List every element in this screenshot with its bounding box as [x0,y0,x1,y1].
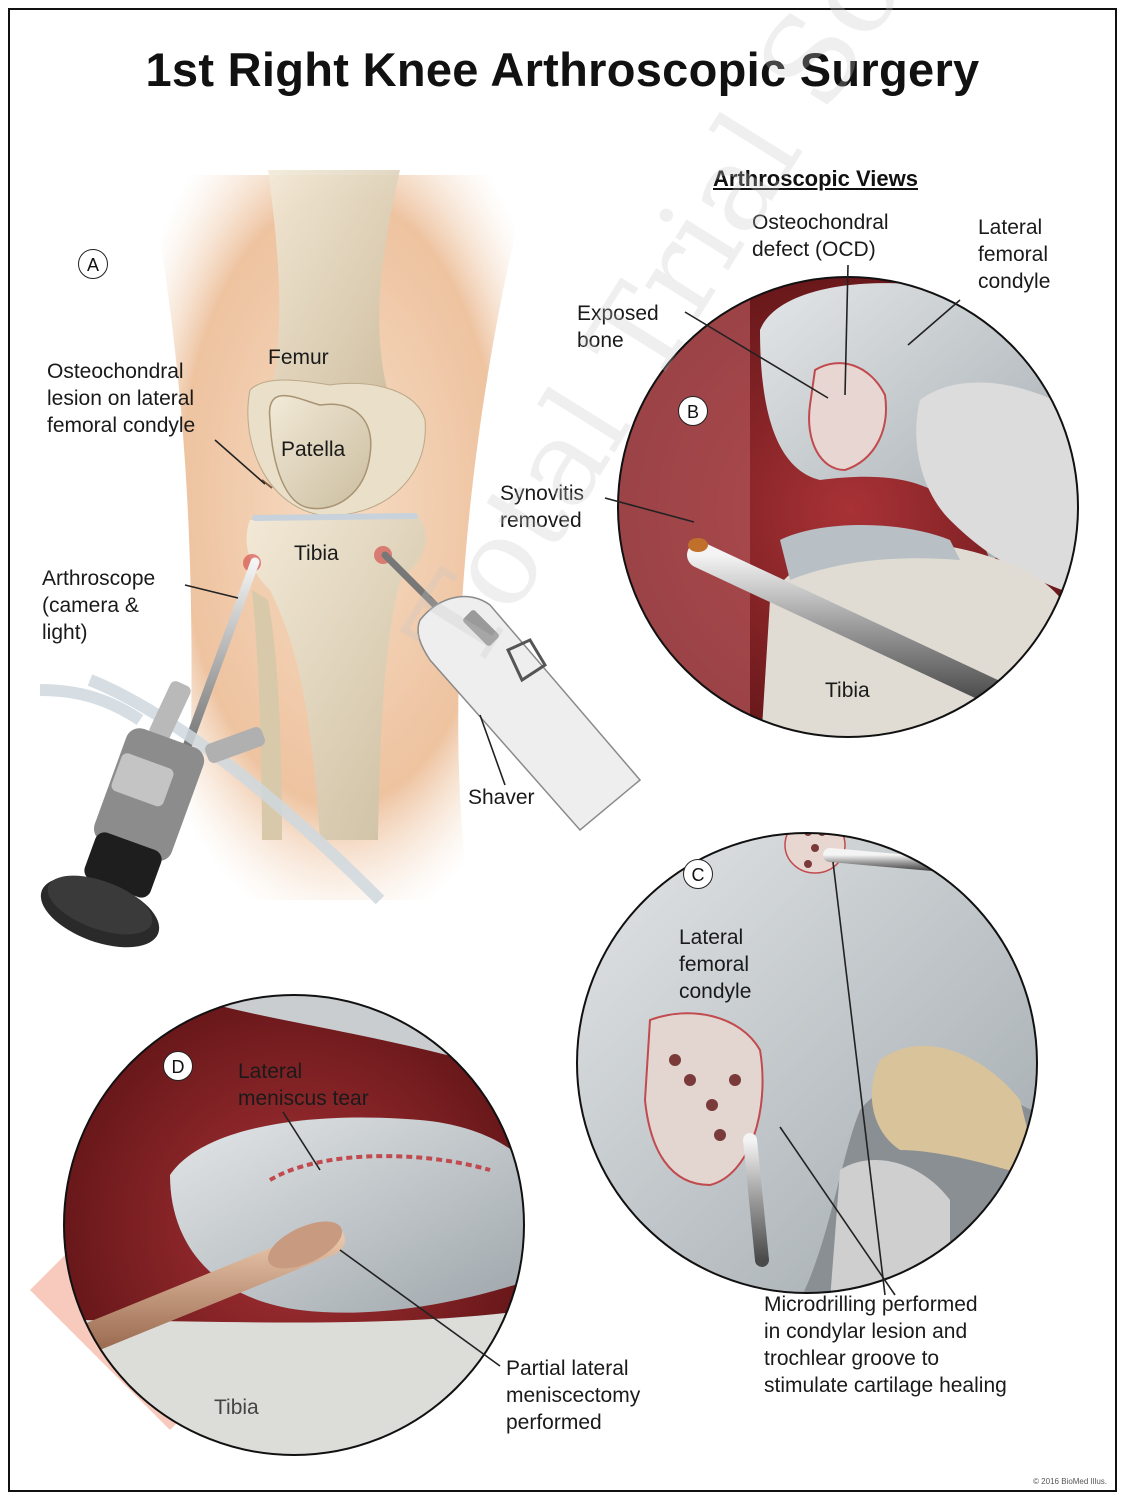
panel-a-badge: A [78,249,108,279]
copyright: © 2016 BioMed Illus. [1033,1477,1107,1486]
arthroscope [39,557,385,948]
panel-b-badge: B [678,396,708,426]
shaver [381,551,642,832]
microdrilling-label: Microdrilling performed in condylar lesi… [764,1293,1007,1397]
lfc-label-c: Lateral femoral condyle [679,926,752,1003]
knee-illustration [39,170,642,948]
menisectomy-label: Partial lateral meniscectomy performed [506,1357,641,1434]
meniscus-tear [268,1154,491,1182]
patella-bone [268,394,372,510]
tibia-bone [246,518,426,840]
tibia-label-a: Tibia [294,542,339,565]
femur-label: Femur [268,346,329,369]
panel-c-badge: C [683,859,713,889]
panel-c-view [577,833,1037,1293]
tibia-label-d: Tibia [214,1396,259,1419]
ocd-label: Osteochondral defect (OCD) [752,211,889,261]
page-frame [8,8,1117,1492]
panel-c-circle [576,832,1038,1294]
lfc-label-b: Lateral femoral condyle [978,216,1051,293]
leader-lines [184,264,961,1367]
arthroscope-label: Arthroscope (camera & light) [42,567,156,644]
panel-d-circle [63,994,525,1456]
arthroscopic-views-heading: Arthroscopic Views [713,166,918,191]
patella-label: Patella [281,438,346,461]
tibia-label-b: Tibia [825,679,870,702]
synovitis-label: Synovitis removed [500,482,585,532]
lesion-label: Osteochondral lesion on lateral femoral … [47,360,196,437]
femur-bone [268,170,400,400]
meniscus-tear-label: Lateral meniscus tear [238,1060,369,1110]
page-title: 1st Right Knee Arthroscopic Surgery [145,43,980,96]
exposed-bone-label: Exposed bone [577,302,659,352]
ocd-lesion [808,362,887,472]
panel-d-badge: D [163,1051,193,1081]
shaver-label: Shaver [468,786,535,809]
